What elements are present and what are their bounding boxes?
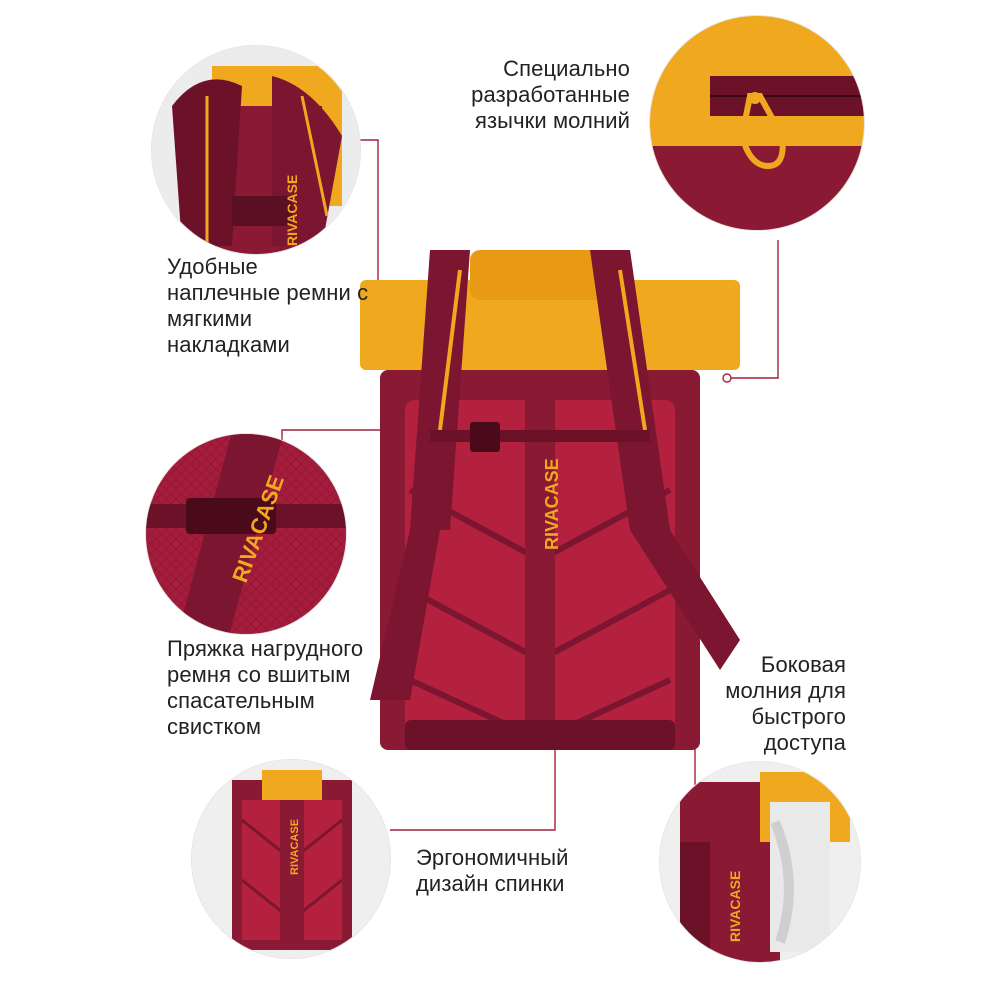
label-line: быстрого [751,704,846,729]
brand-text-sidezip: RIVACASE [727,871,743,942]
label-zipper-pulls: Специально разработанные язычки молний [430,56,630,134]
label-line: Удобные [167,254,258,279]
label-line: Специально [503,56,630,81]
label-chest-buckle: Пряжка нагрудного ремня со вшитым спасат… [167,636,387,740]
label-line: спасательным [167,688,315,713]
label-line: разработанные [471,82,630,107]
label-ergonomic-back: Эргономичный дизайн спинки [416,845,596,897]
label-line: дизайн спинки [416,871,565,896]
label-line: накладками [167,332,290,357]
brand-text-main: RIVACASE [542,458,562,550]
label-line: наплечные ремни с [167,280,369,305]
label-line: язычки молний [474,108,630,133]
label-shoulder-straps: Удобные наплечные ремни с мягкими наклад… [167,254,387,358]
label-line: ремня со вшитым [167,662,351,687]
detail-circle-straps: RIVACASE [152,46,360,254]
detail-circle-zipper [650,16,864,230]
backpack-main-image: RIVACASE [360,250,740,750]
label-line: доступа [763,730,846,755]
detail-circle-buckle: RIVACASE [146,434,346,634]
label-line: свистком [167,714,262,739]
brand-text-straps: RIVACASE [284,175,300,246]
label-line: Пряжка нагрудного [167,636,364,661]
label-line: Эргономичный [416,845,569,870]
label-line: Боковая [760,652,846,677]
label-line: молния для [725,678,846,703]
label-side-zip: Боковая молния для быстрого доступа [700,652,846,756]
brand-text-back: RIVACASE [289,819,301,875]
detail-circle-sidezip: RIVACASE [660,762,860,962]
detail-circle-back: RIVACASE [192,760,390,958]
label-line: мягкими [167,306,253,331]
